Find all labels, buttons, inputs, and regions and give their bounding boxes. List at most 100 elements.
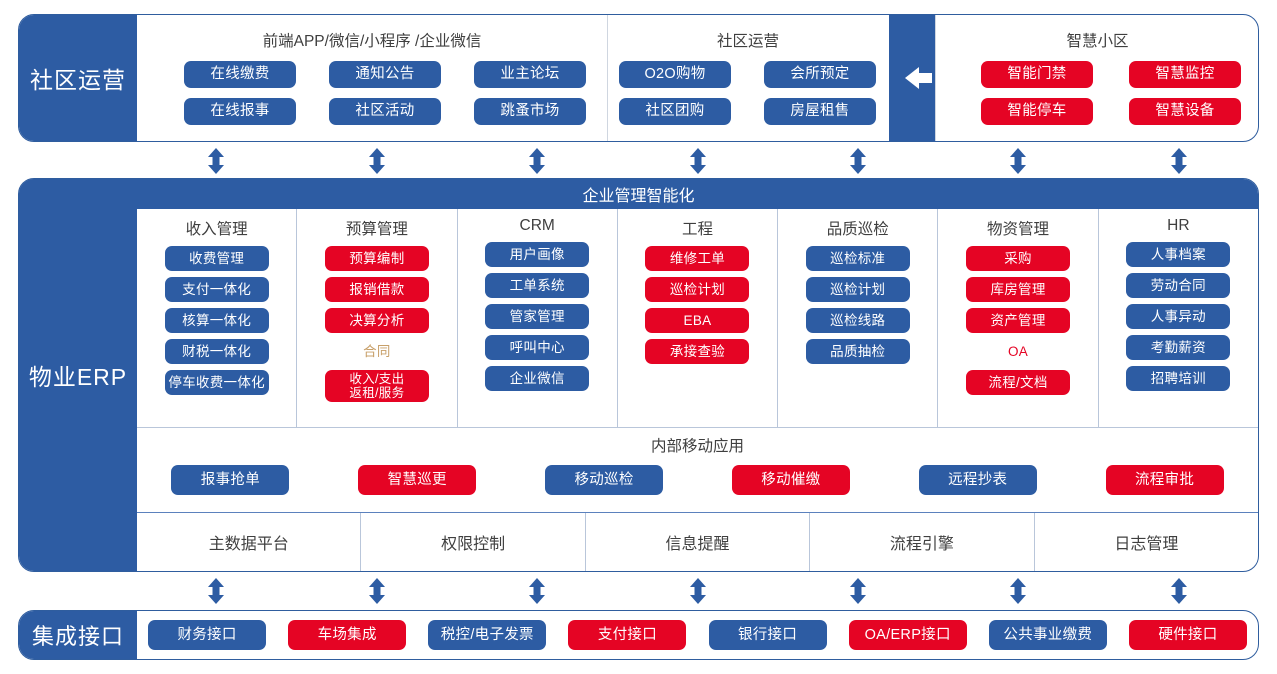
erp-item-7-3[interactable]: 人事异动	[1126, 304, 1231, 329]
mobile-app-item-4[interactable]: 移动催缴	[731, 465, 850, 495]
erp-item-7-5[interactable]: 招聘培训	[1126, 366, 1231, 391]
pill-smart-parking[interactable]: 智能停车	[981, 98, 1093, 125]
up-down-arrow-icon	[849, 578, 867, 604]
community-operations-band: 社区运营 前端APP/微信/小程序 /企业微信 在线缴费 在线报事 通知公告 社…	[18, 14, 1259, 142]
erp-item-4-4[interactable]: 承接查验	[645, 339, 750, 364]
band-label-property-erp: 物业ERP	[19, 179, 137, 571]
mobile-app-item-3[interactable]: 移动巡检	[545, 465, 664, 495]
up-down-arrow-icon	[1170, 148, 1188, 174]
erp-item-3-5[interactable]: 企业微信	[485, 366, 590, 391]
up-down-arrow-icon	[528, 148, 546, 174]
mobile-app-item-5[interactable]: 远程抄表	[918, 465, 1037, 495]
erp-item-4-1[interactable]: 维修工单	[645, 246, 750, 271]
erp-item-6-5[interactable]: 流程/文档	[966, 370, 1071, 395]
arrow-left-icon	[905, 67, 932, 89]
erp-item-3-4[interactable]: 呼叫中心	[485, 335, 590, 360]
platform-cell-2[interactable]: 权限控制	[360, 513, 584, 571]
erp-column-title: CRM	[519, 217, 555, 234]
pill-online-payment[interactable]: 在线缴费	[184, 61, 296, 88]
up-down-arrow-icon	[849, 148, 867, 174]
erp-item-3-3[interactable]: 管家管理	[485, 304, 590, 329]
erp-item-5-1[interactable]: 巡检标准	[805, 246, 910, 271]
top-cell: 会所预定 房屋租售	[764, 61, 876, 125]
band-label-integration-interface: 集成接口	[19, 611, 137, 659]
pill-o2o-shopping[interactable]: O2O购物	[619, 61, 731, 88]
platform-cell-1[interactable]: 主数据平台	[208, 536, 289, 553]
erp-item-2-4[interactable]: 合同	[363, 343, 391, 359]
erp-column-2: 预算管理预算编制报销借款决算分析合同收入/支出 返租/服务	[296, 209, 456, 427]
erp-item-6-4[interactable]: OA	[1007, 343, 1029, 359]
erp-header-title: 企业管理智能化	[19, 179, 1258, 209]
integration-item-3[interactable]: 税控/电子发票	[428, 620, 547, 650]
erp-column-title: 预算管理	[345, 221, 408, 238]
integration-item-5[interactable]: 银行接口	[708, 620, 827, 650]
pill-flea-market[interactable]: 跳蚤市场	[474, 98, 586, 125]
erp-columns: 收入管理收费管理支付一体化核算一体化财税一体化停车收费一体化预算管理预算编制报销…	[137, 209, 1258, 427]
pill-smart-access[interactable]: 智能门禁	[981, 61, 1093, 88]
erp-item-1-2[interactable]: 支付一体化	[164, 277, 269, 302]
group-title-smart-community: 智慧小区	[1066, 33, 1129, 50]
erp-item-2-2[interactable]: 报销借款	[324, 277, 429, 302]
divider	[607, 15, 609, 141]
erp-item-1-5[interactable]: 停车收费一体化	[164, 370, 269, 395]
erp-item-5-4[interactable]: 品质抽检	[805, 339, 910, 364]
platform-cell-3[interactable]: 信息提醒	[584, 513, 809, 571]
pill-house-rental-sale[interactable]: 房屋租售	[764, 98, 876, 125]
erp-column-3: CRM 用户画像工单系统管家管理呼叫中心企业微信	[456, 209, 617, 427]
pill-group-buy[interactable]: 社区团购	[619, 98, 731, 125]
pill-smart-device[interactable]: 智慧设备	[1129, 98, 1241, 125]
up-down-arrow-icon	[1009, 148, 1027, 174]
pill-smart-surveillance[interactable]: 智慧监控	[1129, 61, 1241, 88]
erp-item-2-3[interactable]: 决算分析	[324, 308, 429, 333]
erp-item-2-1[interactable]: 预算编制	[324, 246, 429, 271]
mobile-apps-section: 内部移动应用 报事抢单 智慧巡更 移动巡检 移动催缴 远程抄表 流程审批	[137, 427, 1258, 513]
pill-owner-forum[interactable]: 业主论坛	[474, 61, 586, 88]
erp-item-3-2[interactable]: 工单系统	[485, 273, 590, 298]
arrow-left-block	[889, 15, 935, 141]
up-down-arrow-icon	[1170, 578, 1188, 604]
erp-column-6: 物资管理采购库房管理资产管理 OA 流程/文档	[937, 209, 1097, 427]
pill-clubhouse-booking[interactable]: 会所预定	[764, 61, 876, 88]
erp-item-4-3[interactable]: EBA	[645, 308, 750, 333]
integration-item-1[interactable]: 财务接口	[148, 620, 267, 650]
up-down-arrow-icon	[689, 148, 707, 174]
erp-item-7-1[interactable]: 人事档案	[1126, 242, 1231, 267]
group-title-frontend-apps: 前端APP/微信/小程序 /企业微信	[262, 33, 482, 50]
integration-item-2[interactable]: 车场集成	[288, 620, 407, 650]
mobile-apps-title: 内部移动应用	[650, 438, 744, 455]
erp-item-1-1[interactable]: 收费管理	[164, 246, 269, 271]
pill-community-activity[interactable]: 社区活动	[329, 98, 441, 125]
integration-item-4[interactable]: 支付接口	[568, 620, 687, 650]
erp-item-6-3[interactable]: 资产管理	[966, 308, 1071, 333]
erp-item-5-2[interactable]: 巡检计划	[805, 277, 910, 302]
erp-item-4-2[interactable]: 巡检计划	[645, 277, 750, 302]
erp-column-title: 工程	[681, 221, 713, 238]
up-down-arrow-icon	[207, 148, 225, 174]
mobile-app-item-1[interactable]: 报事抢单	[171, 465, 290, 495]
erp-column-5: 品质巡检巡检标准巡检计划巡检线路品质抽检	[777, 209, 937, 427]
erp-item-6-2[interactable]: 库房管理	[966, 277, 1071, 302]
integration-item-8[interactable]: 硬件接口	[1128, 620, 1247, 650]
erp-item-7-2[interactable]: 劳动合同	[1126, 273, 1231, 298]
mobile-app-item-6[interactable]: 流程审批	[1105, 465, 1224, 495]
integration-item-7[interactable]: 公共事业缴费	[988, 620, 1107, 650]
erp-column-7: HR 人事档案劳动合同人事异动考勤薪资招聘培训	[1097, 209, 1258, 427]
pill-online-report[interactable]: 在线报事	[184, 98, 296, 125]
erp-column-title: 物资管理	[987, 221, 1050, 238]
erp-item-2-5[interactable]: 收入/支出 返租/服务	[324, 370, 429, 402]
group-title-community-ops: 社区运营	[716, 33, 779, 50]
erp-item-6-1[interactable]: 采购	[966, 246, 1071, 271]
divider	[935, 15, 937, 141]
platform-cell-5[interactable]: 日志管理	[1033, 513, 1258, 571]
mobile-app-item-2[interactable]: 智慧巡更	[358, 465, 477, 495]
erp-item-3-1[interactable]: 用户画像	[485, 242, 590, 267]
erp-item-1-3[interactable]: 核算一体化	[164, 308, 269, 333]
platform-cell-4[interactable]: 流程引擎	[809, 513, 1033, 571]
top-cell: O2O购物 社区团购	[619, 61, 731, 125]
erp-item-7-4[interactable]: 考勤薪资	[1126, 335, 1231, 360]
erp-item-5-3[interactable]: 巡检线路	[805, 308, 910, 333]
integration-item-6[interactable]: OA/ERP接口	[848, 620, 967, 650]
erp-column-title: HR	[1167, 217, 1190, 234]
pill-notice-announcement[interactable]: 通知公告	[329, 61, 441, 88]
erp-item-1-4[interactable]: 财税一体化	[164, 339, 269, 364]
